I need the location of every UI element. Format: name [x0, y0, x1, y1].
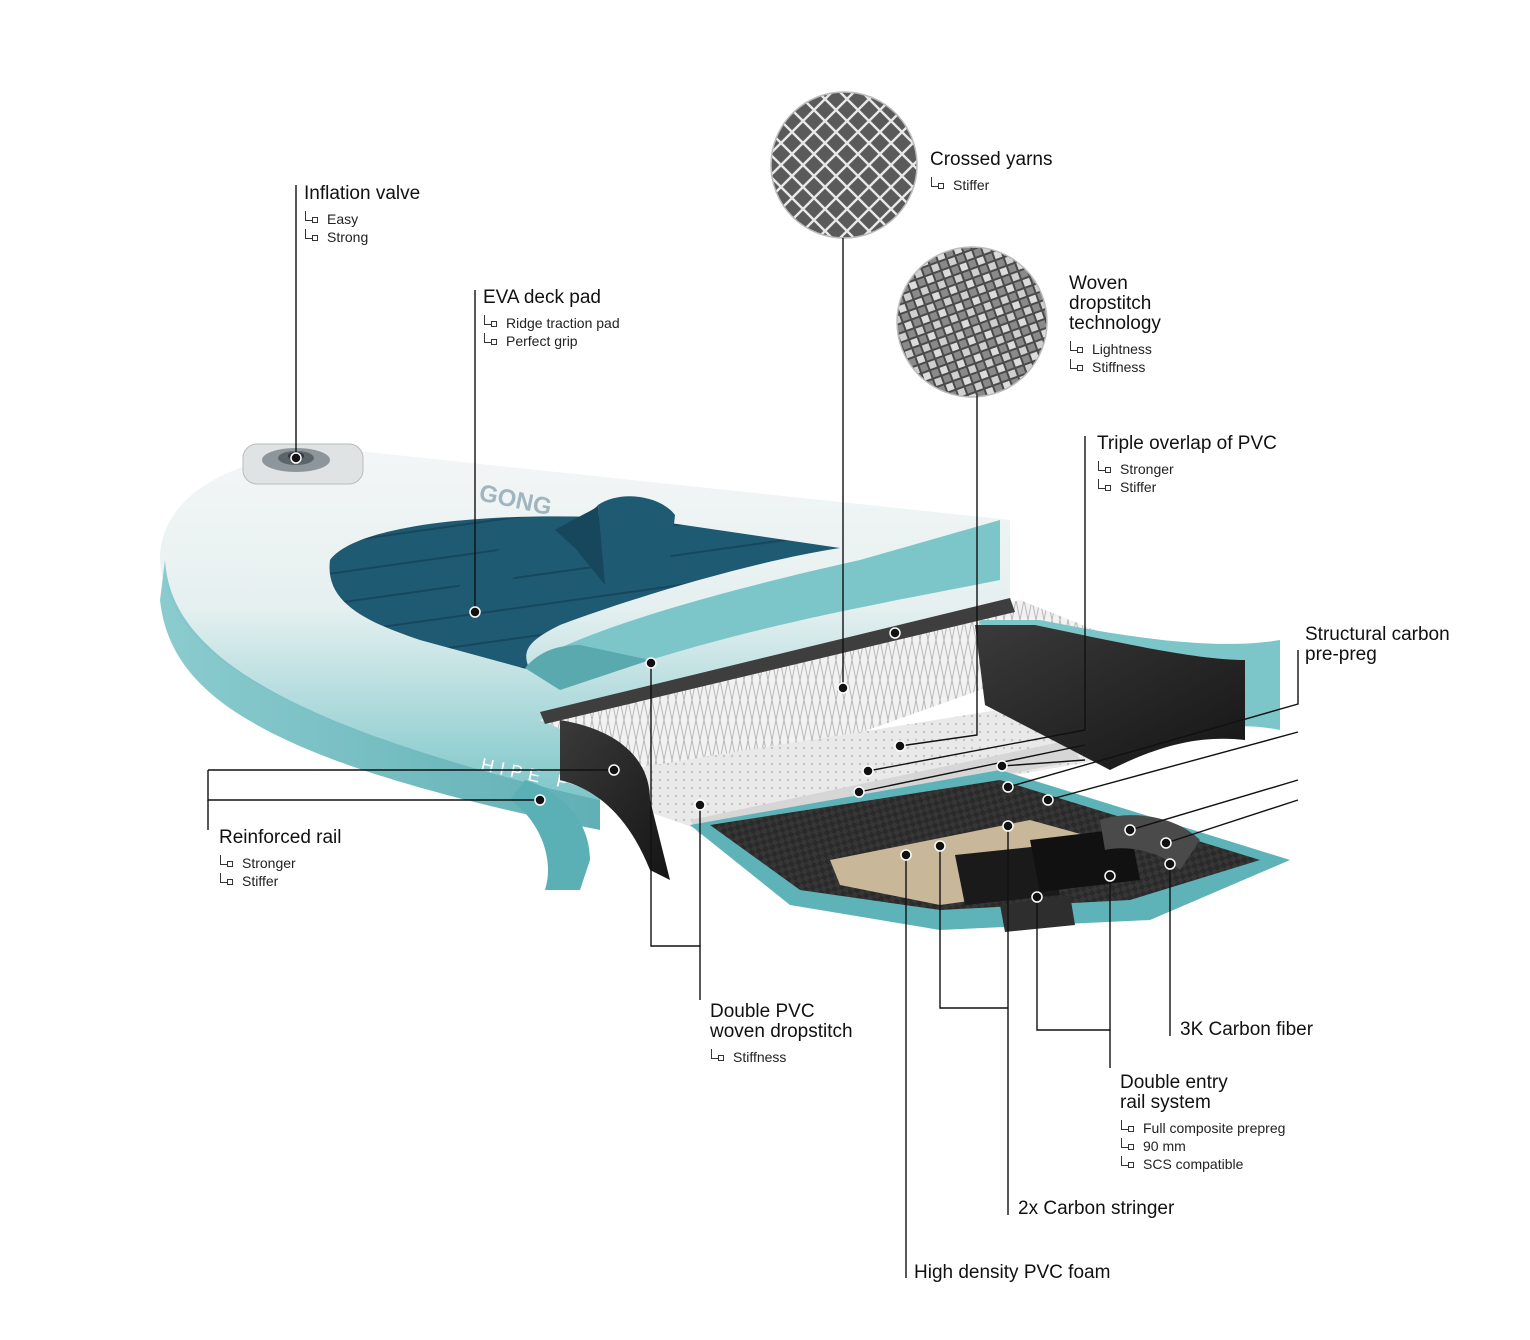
- label-notes: Ridge traction pad Perfect grip: [483, 314, 620, 350]
- branch-icon: [1097, 479, 1111, 492]
- label-notes: Stiffness: [710, 1048, 853, 1066]
- branch-icon: [1097, 461, 1111, 474]
- branch-icon: [304, 211, 318, 224]
- note-item: Stronger: [1097, 460, 1277, 478]
- label-title: EVA deck pad: [483, 287, 601, 308]
- label-reinforced-rail: Reinforced rail Stronger Stiffer: [219, 828, 342, 890]
- branch-icon: [219, 855, 233, 868]
- branch-icon: [483, 333, 497, 346]
- note-item: Ridge traction pad: [483, 314, 620, 332]
- label-title: High density PVC foam: [914, 1262, 1111, 1283]
- label-notes: Stronger Stiffer: [219, 854, 342, 890]
- note-item: Stiffness: [1069, 358, 1161, 376]
- label-structural-carbon: Structural carbon pre-preg: [1305, 625, 1450, 665]
- label-eva-deck-pad: EVA deck pad Ridge traction pad Perfect …: [483, 288, 620, 350]
- label-title: Double PVC woven dropstitch: [710, 1001, 853, 1042]
- label-title: Structural carbon pre-preg: [1305, 624, 1450, 665]
- note-item: Full composite prepreg: [1120, 1119, 1285, 1137]
- branch-icon: [1120, 1120, 1134, 1133]
- label-notes: Stronger Stiffer: [1097, 460, 1277, 496]
- branch-icon: [930, 177, 944, 190]
- branch-icon: [1120, 1156, 1134, 1169]
- note-item: Perfect grip: [483, 332, 620, 350]
- label-title: Crossed yarns: [930, 149, 1053, 170]
- label-notes: Full composite prepreg 90 mm SCS compati…: [1120, 1119, 1285, 1173]
- leader-lines: [207, 185, 1299, 1278]
- note-item: Stiffness: [710, 1048, 853, 1066]
- note-item: SCS compatible: [1120, 1155, 1285, 1173]
- branch-icon: [1069, 341, 1083, 354]
- label-double-entry-rail: Double entry rail system Full composite …: [1120, 1073, 1285, 1173]
- label-notes: Lightness Stiffness: [1069, 340, 1161, 376]
- note-item: Stiffer: [930, 176, 1053, 194]
- label-title: 3K Carbon fiber: [1180, 1019, 1314, 1040]
- note-item: Strong: [304, 228, 420, 246]
- crossed-yarns-magnifier: [770, 91, 918, 239]
- note-item: Easy: [304, 210, 420, 228]
- label-hd-pvc-foam: High density PVC foam: [914, 1263, 1110, 1283]
- label-notes: Stiffer: [930, 176, 1053, 194]
- reinforced-rail-graphic: [510, 720, 670, 890]
- bottom-layers: [690, 770, 1290, 932]
- note-item: Stiffer: [219, 872, 342, 890]
- carbon-prepreg-graphic: [975, 620, 1280, 770]
- inflation-valve-graphic: [242, 443, 364, 485]
- label-notes: Easy Strong: [304, 210, 420, 246]
- woven-dropstitch-magnifier: [896, 246, 1048, 398]
- label-carbon-stringer: 2x Carbon stringer: [1018, 1199, 1174, 1219]
- branch-icon: [304, 229, 318, 242]
- label-title: Reinforced rail: [219, 827, 342, 848]
- label-title: Double entry rail system: [1120, 1072, 1228, 1113]
- label-title: Inflation valve: [304, 183, 421, 204]
- note-item: Stiffer: [1097, 478, 1277, 496]
- label-3k-carbon-fiber: 3K Carbon fiber: [1180, 1020, 1313, 1040]
- label-double-pvc-dropstitch: Double PVC woven dropstitch Stiffness: [710, 1002, 853, 1066]
- branch-icon: [1069, 359, 1083, 372]
- label-title: Triple overlap of PVC: [1097, 433, 1277, 454]
- note-item: 90 mm: [1120, 1137, 1285, 1155]
- branch-icon: [1120, 1138, 1134, 1151]
- label-title: Woven dropstitch technology: [1069, 273, 1161, 334]
- label-crossed-yarns: Crossed yarns Stiffer: [930, 150, 1053, 194]
- label-title: 2x Carbon stringer: [1018, 1198, 1175, 1219]
- note-item: Lightness: [1069, 340, 1161, 358]
- label-triple-overlap-pvc: Triple overlap of PVC Stronger Stiffer: [1097, 434, 1277, 496]
- branch-icon: [219, 873, 233, 886]
- branch-icon: [483, 315, 497, 328]
- branch-icon: [710, 1049, 724, 1062]
- leader-dots: [290, 452, 1176, 903]
- label-woven-dropstitch: Woven dropstitch technology Lightness St…: [1069, 274, 1161, 376]
- note-item: Stronger: [219, 854, 342, 872]
- eva-deck-pad-graphic: [329, 496, 1000, 690]
- label-inflation-valve: Inflation valve Easy Strong: [304, 184, 420, 246]
